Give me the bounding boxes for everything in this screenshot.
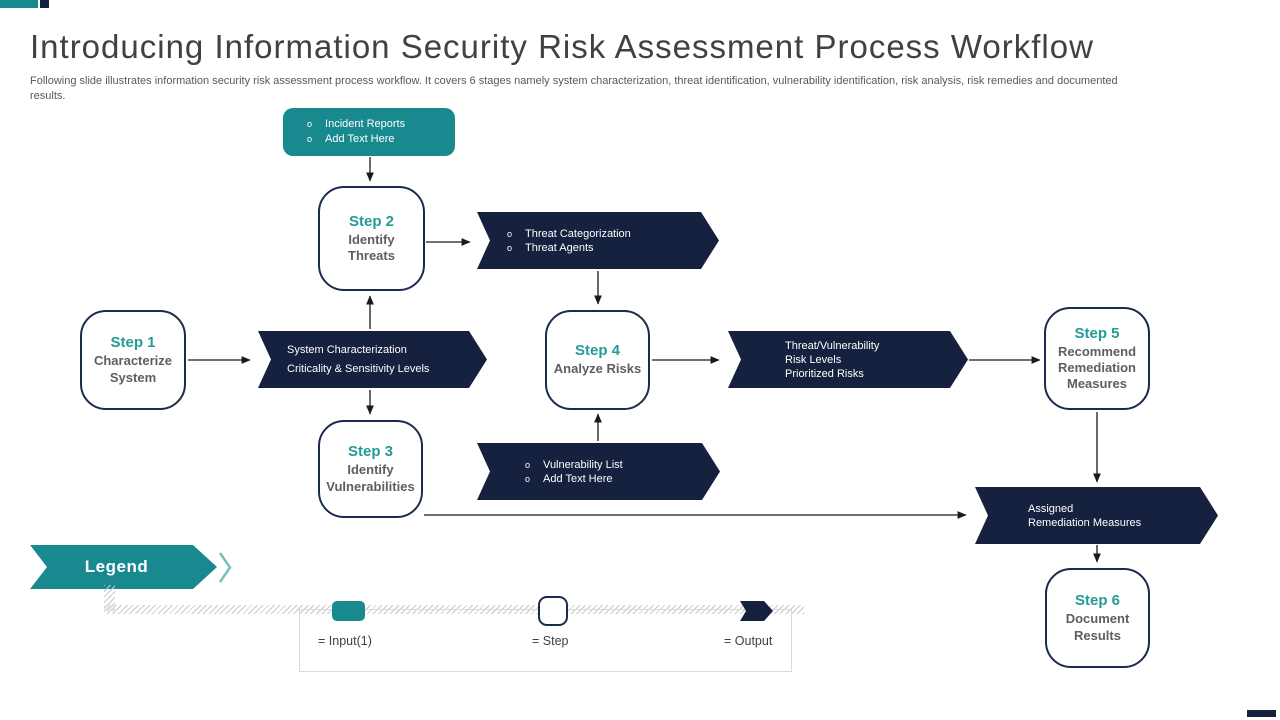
bullet-marker: o: [507, 242, 513, 253]
banner-line: o Vulnerability List: [525, 458, 720, 472]
vulnerability-list-banner: o Vulnerability List o Add Text Here: [477, 443, 720, 500]
bullet-marker: o: [507, 228, 513, 239]
step-label: Step 2: [348, 212, 394, 230]
legend-title-banner: Legend: [30, 545, 217, 589]
legend-connector-vertical: [104, 585, 115, 611]
banner-line-text: Threat/Vulnerability: [785, 339, 880, 352]
legend-chevron-outline-icon: [219, 552, 232, 583]
bottom-right-navy-bar: [1247, 710, 1276, 717]
step-5-box: Step 5 Recommend Remediation Measures: [1044, 307, 1150, 410]
legend-step-swatch-icon: [538, 596, 568, 626]
step-label: Step 3: [347, 443, 393, 461]
bullet-marker: o: [307, 119, 313, 129]
banner-line: o Threat Agents: [507, 241, 719, 255]
banner-line-text: Prioritized Risks: [785, 367, 864, 380]
banner-line-text: Remediation Measures: [1028, 516, 1142, 529]
banner-line: o Threat Categorization: [507, 227, 719, 241]
incident-reports-input-box: o Incident Reports o Add Text Here: [283, 108, 455, 156]
banner-line-text: Threat Categorization: [525, 227, 631, 240]
legend-title: Legend: [84, 557, 149, 576]
step-1-box: Step 1 Characterize System: [80, 310, 186, 410]
banner-line-text: Criticality & Sensitivity Levels: [287, 362, 430, 375]
bullet-marker: o: [525, 459, 531, 470]
step-label: Step 1: [110, 334, 156, 352]
page-title: Introducing Information Security Risk As…: [30, 28, 1094, 65]
input-line-text: Incident Reports: [325, 118, 406, 130]
risk-levels-banner: Threat/Vulnerability Risk Levels Priorit…: [728, 331, 968, 388]
banner-line-text: Vulnerability List: [543, 458, 623, 471]
step-name: Analyze Risks: [553, 361, 642, 377]
page-subtitle: Following slide illustrates information …: [30, 75, 1118, 102]
step-3-box: Step 3 Identify Vulnerabilities: [318, 420, 423, 518]
assigned-remediation-banner: Assigned Remediation Measures: [975, 487, 1218, 544]
legend-output-swatch-icon: [740, 601, 773, 621]
banner-line-text: Assigned: [1028, 502, 1074, 515]
system-characterization-banner: System Characterization Criticality & Se…: [258, 331, 487, 388]
step-4-box: Step 4 Analyze Risks: [545, 310, 650, 410]
banner-line: o Add Text Here: [525, 472, 720, 486]
bullet-marker: o: [525, 473, 531, 484]
step-label: Step 5: [1074, 324, 1120, 342]
input-line-text: Add Text Here: [325, 133, 395, 145]
banner-line-text: Risk Levels: [785, 353, 842, 366]
step-name: Recommend Remediation Measures: [1057, 343, 1137, 392]
step-2-box: Step 2 Identify Threats: [318, 186, 425, 291]
legend-label-output: = Output: [724, 634, 773, 648]
bullet-marker: o: [307, 134, 313, 144]
input-line: o Incident Reports: [307, 117, 455, 132]
step-label: Step 4: [574, 342, 620, 360]
legend-input-swatch-icon: [332, 601, 365, 621]
step-name: Characterize System: [93, 353, 173, 385]
step-label: Step 6: [1074, 592, 1120, 610]
banner-line-text: Threat Agents: [525, 241, 594, 254]
legend-label-step: = Step: [532, 634, 569, 648]
step-6-box: Step 6 Document Results: [1045, 568, 1150, 668]
legend-label-input: = Input(1): [318, 634, 372, 648]
top-left-navy-square: [40, 0, 49, 8]
top-left-teal-bar: [0, 0, 38, 8]
input-line: o Add Text Here: [307, 132, 455, 147]
step-name: Document Results: [1065, 611, 1130, 643]
step-name: Identify Threats: [348, 231, 395, 263]
banner-line-text: Add Text Here: [543, 472, 613, 485]
threat-output-banner: o Threat Categorization o Threat Agents: [477, 212, 719, 269]
banner-line-text: System Characterization: [287, 343, 407, 356]
step-name: Identify Vulnerabilities: [326, 462, 415, 494]
